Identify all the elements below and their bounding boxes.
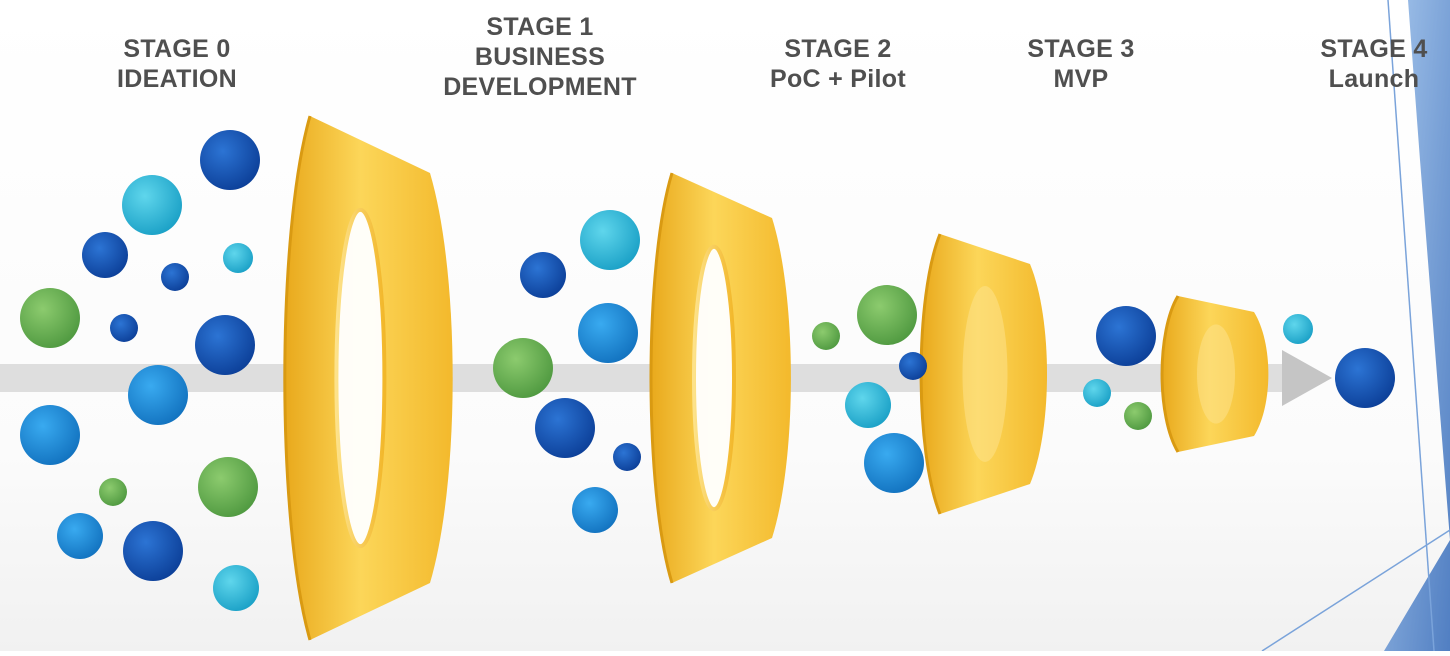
funnel-highlight <box>1197 324 1235 424</box>
stage-0-line-2: IDEATION <box>117 65 237 93</box>
stage-funnel-1 <box>283 115 453 641</box>
stage-3-label: STAGE 3 MVP <box>1027 34 1134 94</box>
idea-dot <box>198 457 258 517</box>
idea-dot <box>493 338 553 398</box>
funnel-opening <box>336 209 385 547</box>
stage-funnel-4 <box>1160 295 1269 453</box>
corner-accent-shape <box>1384 0 1450 651</box>
idea-dot <box>1124 402 1152 430</box>
idea-dot <box>899 352 927 380</box>
corner-accent-line-1 <box>1387 0 1435 652</box>
stage-2-line-2: PoC + Pilot <box>770 65 906 93</box>
stage-1-label: STAGE 1 BUSINESS DEVELOPMENT <box>443 12 637 102</box>
funnel-rim <box>283 115 312 641</box>
idea-dot <box>1083 379 1111 407</box>
stage-4-line-2: Launch <box>1328 65 1420 93</box>
idea-dot <box>110 314 138 342</box>
idea-dot <box>20 405 80 465</box>
idea-dot <box>1335 348 1395 408</box>
idea-dot <box>161 263 189 291</box>
funnel-highlight <box>962 286 1008 462</box>
idea-dot <box>864 433 924 493</box>
stage-0-label: STAGE 0 IDEATION <box>117 34 237 94</box>
idea-dot <box>580 210 640 270</box>
slide-corner-decoration <box>1261 0 1450 652</box>
idea-dot <box>613 443 641 471</box>
idea-dot <box>57 513 103 559</box>
idea-dot <box>82 232 128 278</box>
idea-dot <box>128 365 188 425</box>
idea-dot <box>200 130 260 190</box>
stage-0-line-1: STAGE 0 <box>123 35 231 63</box>
idea-dot <box>578 303 638 363</box>
stage-3-line-1: STAGE 3 <box>1027 35 1135 63</box>
idea-dot <box>123 521 183 581</box>
stage-1-line-2: BUSINESS <box>474 43 606 71</box>
corner-accent-line-2 <box>1261 529 1450 652</box>
funnel-opening-edge <box>334 207 387 549</box>
idea-dot <box>99 478 127 506</box>
idea-dot <box>520 252 566 298</box>
funnel-rim <box>1160 295 1180 453</box>
idea-dot <box>857 285 917 345</box>
stage-2-line-1: STAGE 2 <box>784 35 892 63</box>
idea-dot <box>572 487 618 533</box>
stage-2-label: STAGE 2 PoC + Pilot <box>770 34 906 94</box>
funnel-opening-edge <box>692 244 736 512</box>
stage-3-line-2: MVP <box>1053 65 1109 93</box>
stage-1-line-3: DEVELOPMENT <box>443 73 637 101</box>
stage-funnel-3 <box>919 233 1048 515</box>
idea-dot <box>845 382 891 428</box>
stage-funnel-2 <box>649 172 791 584</box>
funnel-rim <box>649 172 674 584</box>
idea-dot <box>213 565 259 611</box>
idea-dot <box>1283 314 1313 344</box>
stage-4-line-1: STAGE 4 <box>1320 35 1428 63</box>
idea-dot <box>122 175 182 235</box>
stage-4-label: STAGE 4 Launch <box>1320 34 1427 94</box>
idea-dot <box>535 398 595 458</box>
stage-1-line-1: STAGE 1 <box>486 13 594 41</box>
arrow-head <box>1282 350 1332 406</box>
funnel-opening <box>694 246 734 510</box>
idea-dot <box>195 315 255 375</box>
idea-dot <box>1096 306 1156 366</box>
idea-dot <box>223 243 253 273</box>
idea-dot <box>20 288 80 348</box>
idea-dot <box>812 322 840 350</box>
